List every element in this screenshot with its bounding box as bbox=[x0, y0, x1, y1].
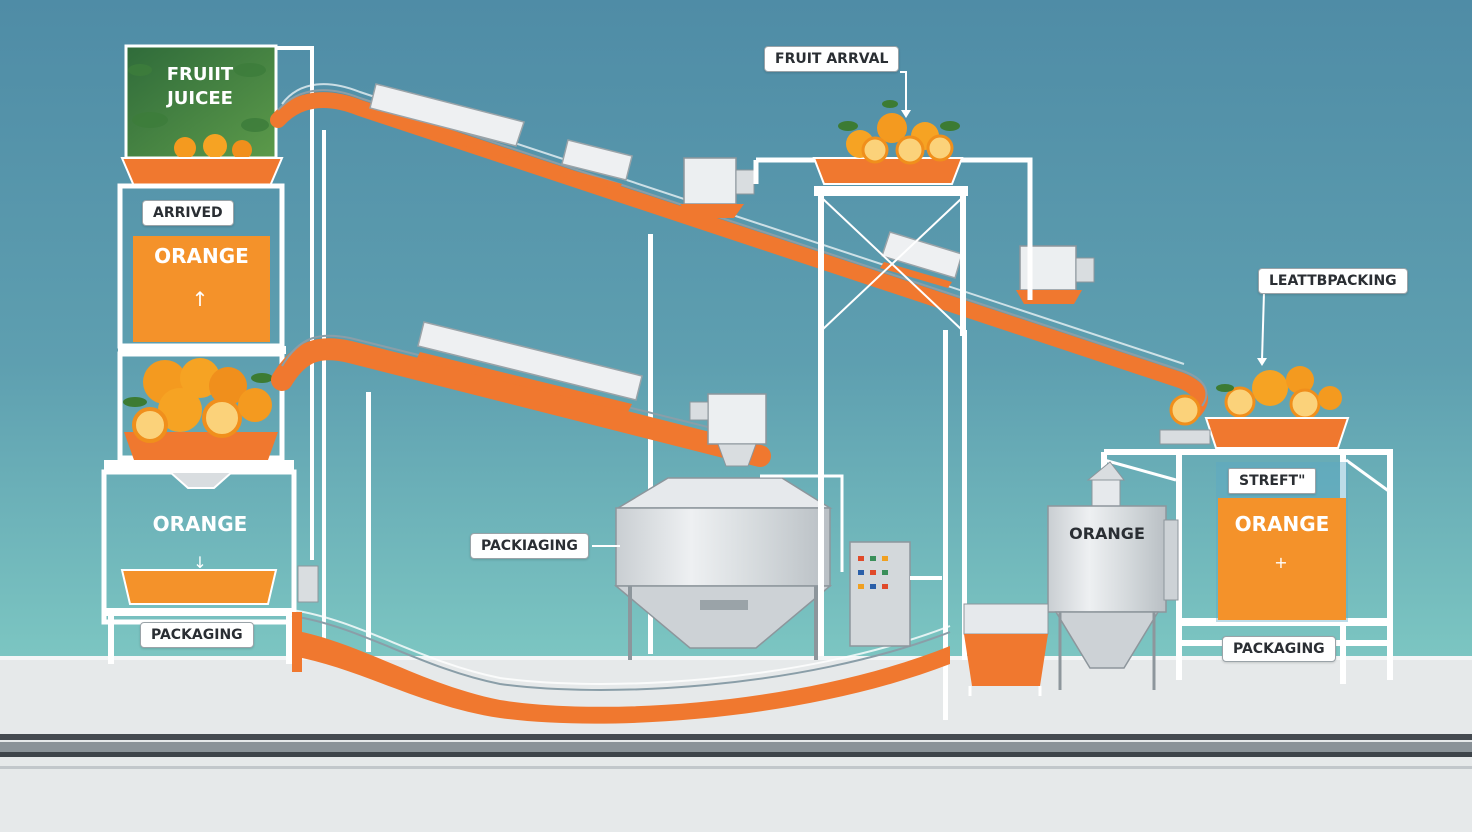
arrow-up-glyph: ↑ bbox=[192, 287, 209, 311]
arrived-label: ARRIVED bbox=[142, 200, 234, 226]
foliage-pattern bbox=[128, 63, 269, 132]
floor-rail bbox=[0, 734, 1472, 769]
orange-panel-right-label: ORANGE bbox=[1234, 512, 1330, 536]
fruit-arrival-hopper bbox=[753, 100, 1033, 656]
arrow-down-glyph: ↓ bbox=[193, 553, 206, 572]
callout-connectors bbox=[592, 71, 1265, 547]
orange-panel-right bbox=[1218, 498, 1346, 620]
orange-lower-left-label: ORANGE bbox=[152, 512, 248, 536]
orange-machine-label: ORANGE bbox=[1069, 524, 1145, 543]
floor-edge bbox=[0, 656, 1472, 660]
packaging-right-label: PACKAGING bbox=[1222, 636, 1336, 662]
juice-sign-line1: FRUIIT bbox=[167, 64, 234, 85]
leattbpacking-label: LEATTBPACKING bbox=[1258, 268, 1408, 294]
orange-panel-left bbox=[133, 236, 270, 342]
packaging-left-label: PACKAGING bbox=[140, 622, 254, 648]
orange-machine bbox=[1047, 505, 1167, 613]
orange-panel-left-label: ORANGE bbox=[154, 244, 249, 268]
center-tank bbox=[613, 393, 942, 660]
bottom-conveyor bbox=[291, 565, 951, 724]
strett-label: STREFT" bbox=[1228, 468, 1317, 494]
middle-conveyor bbox=[271, 321, 771, 652]
packaging-center-label: PACKIAGING bbox=[470, 533, 589, 559]
left-tower: FRUIIT JUICEE ↑ ↓ bbox=[101, 44, 326, 664]
upper-conveyor bbox=[270, 83, 1208, 720]
juice-sign-line2: JUICEE bbox=[165, 88, 233, 109]
fruit-arrival-label: FRUIT ARRVAL bbox=[764, 46, 900, 72]
control-buttons bbox=[858, 556, 888, 589]
plus-glyph: + bbox=[1274, 553, 1287, 572]
